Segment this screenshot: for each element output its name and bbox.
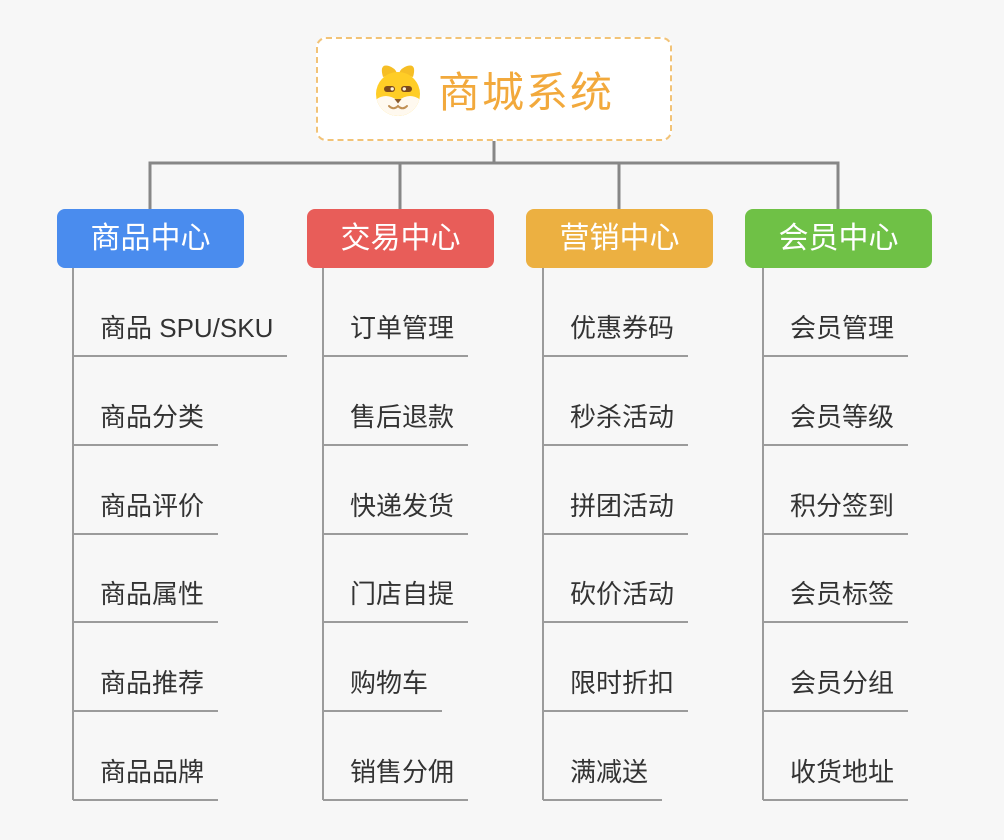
- child-node[interactable]: 商品属性: [73, 577, 219, 624]
- branch-node-trade-center[interactable]: 交易中心: [307, 209, 494, 268]
- child-node[interactable]: 快递发货: [323, 489, 469, 535]
- child-node[interactable]: 积分签到: [763, 489, 909, 535]
- shiba-dog-icon: [375, 65, 420, 116]
- child-node[interactable]: 商品推荐: [73, 666, 219, 713]
- child-node[interactable]: 购物车: [323, 666, 443, 713]
- branch-children-trade-center: 订单管理 售后退款 快递发货 门店自提 购物车 销售分佣: [323, 311, 469, 801]
- branch-children-member-center: 会员管理 会员等级 积分签到 会员标签 会员分组 收货地址: [763, 311, 909, 801]
- branch-node-marketing-center[interactable]: 营销中心: [526, 209, 713, 268]
- child-node[interactable]: 商品评价: [73, 489, 219, 535]
- child-node[interactable]: 商品 SPU/SKU: [73, 311, 288, 357]
- child-node[interactable]: 会员标签: [763, 577, 909, 624]
- branch-node-product-center[interactable]: 商品中心: [57, 209, 244, 268]
- child-node[interactable]: 会员分组: [763, 666, 909, 713]
- child-node[interactable]: 售后退款: [323, 400, 469, 446]
- child-node[interactable]: 商品分类: [73, 400, 219, 446]
- child-node[interactable]: 优惠券码: [543, 311, 689, 357]
- child-node[interactable]: 秒杀活动: [543, 400, 689, 446]
- root-node[interactable]: 商城系统: [316, 37, 672, 141]
- child-node[interactable]: 商品品牌: [73, 755, 219, 801]
- branch-children-product-center: 商品 SPU/SKU 商品分类 商品评价 商品属性 商品推荐 商品品牌: [73, 311, 288, 801]
- child-node[interactable]: 限时折扣: [543, 666, 689, 713]
- root-title: 商城系统: [437, 68, 614, 116]
- child-node[interactable]: 拼团活动: [543, 489, 689, 535]
- child-node[interactable]: 收货地址: [763, 755, 909, 801]
- child-node[interactable]: 满减送: [543, 755, 663, 801]
- child-node[interactable]: 砍价活动: [543, 577, 689, 624]
- child-node[interactable]: 会员管理: [763, 311, 909, 357]
- child-node[interactable]: 会员等级: [763, 400, 909, 446]
- child-node[interactable]: 销售分佣: [323, 755, 469, 801]
- branch-node-member-center[interactable]: 会员中心: [745, 209, 932, 268]
- branch-children-marketing-center: 优惠券码 秒杀活动 拼团活动 砍价活动 限时折扣 满减送: [543, 311, 689, 801]
- child-node[interactable]: 门店自提: [323, 577, 469, 624]
- child-node[interactable]: 订单管理: [323, 311, 469, 357]
